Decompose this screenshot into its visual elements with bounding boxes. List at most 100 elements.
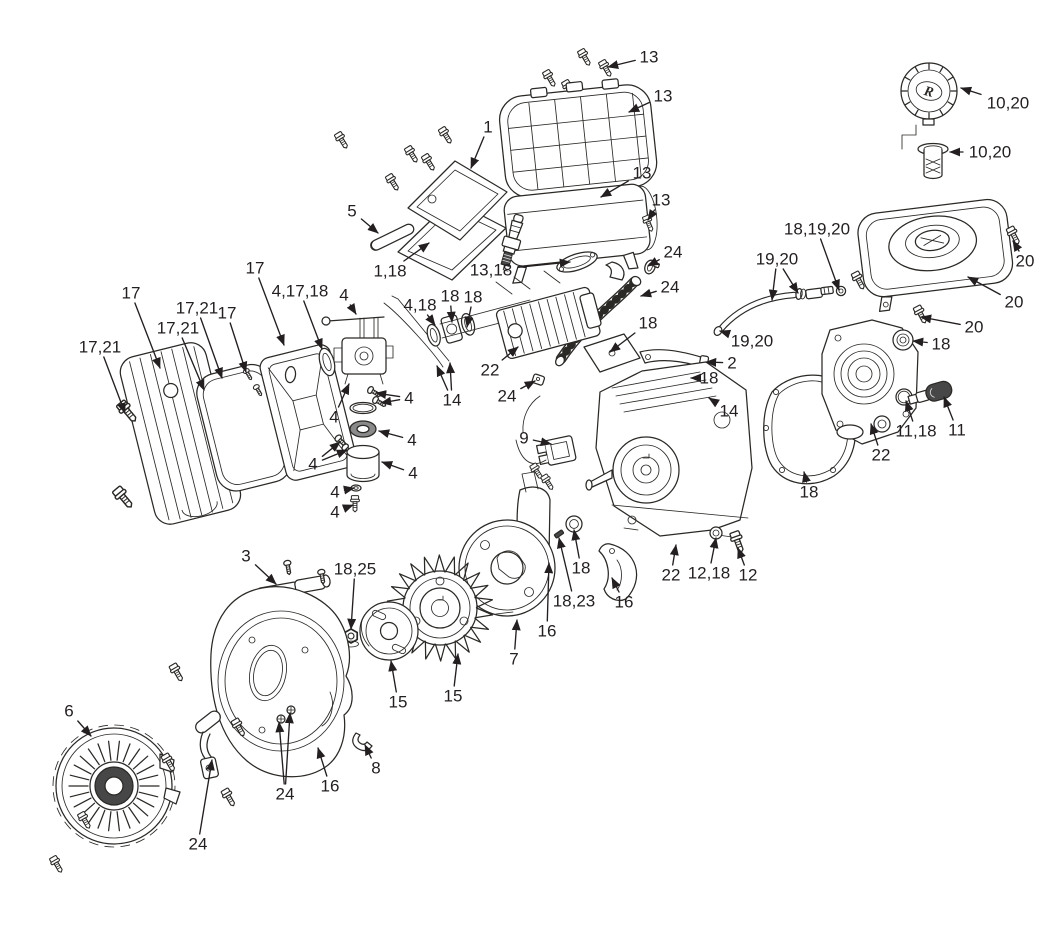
callout-17-21: 17,21 [79,338,126,414]
part-rope-clip [352,732,373,752]
callout-4-17-18: 4,17,18 [272,282,328,350]
callout-20: 20 [1012,240,1035,271]
part-flywheel [386,554,494,662]
callout-8: 8 [364,744,381,778]
mount-bolt [728,529,748,555]
part-bowl-oring [349,401,377,415]
callout-label: 18 [464,288,483,307]
callout-label: 24 [189,835,208,854]
callout-4: 4 [339,286,357,315]
callout-label: 1 [483,118,492,137]
part-ignition-rotor [458,519,556,617]
callout-16: 16 [316,747,340,796]
part-dipstick [907,380,953,405]
callout-label: 11 [948,421,966,440]
callout-label: 4 [407,431,416,450]
callout-label: 20 [1005,293,1024,312]
callout-18: 18 [912,335,950,354]
callout-3: 3 [241,547,277,585]
callout-17: 17 [246,259,285,346]
part-fuel-tank [857,198,1014,312]
part-cylinder-shield [583,333,641,373]
part-blower-housing [210,586,353,778]
callout-label: 17,21 [176,299,219,318]
callout-4: 4 [330,483,355,502]
callout-label: 13 [640,48,659,67]
callout-label: 18 [800,483,819,502]
part-wire-clamp [531,373,546,386]
part-recoil-starter [52,724,181,848]
callout-label: 13 [652,191,671,210]
callout-18-25: 18,25 [334,560,376,630]
callout-label: 24 [276,785,295,804]
callout-24: 24 [647,243,682,267]
callout-5: 5 [347,202,379,234]
callout-19-20: 19,20 [719,329,774,351]
callout-4: 4 [308,441,348,474]
part-breather-hose [555,275,642,367]
part-crankcase-cover [821,319,919,445]
callout-4: 4 [378,429,417,450]
callout-6: 6 [64,702,92,737]
callout-label: 16 [538,622,557,641]
part-flywheel-key [553,529,565,539]
callout-22: 22 [481,346,519,380]
tank-bolt [911,303,931,326]
callout-13: 13 [600,164,651,198]
callout-9: 9 [519,429,552,448]
part-muffler-guard [498,78,658,199]
callout-14: 14 [708,397,739,421]
callout-label: 16 [321,777,340,796]
callout-17-21: 17,21 [157,319,205,391]
part-link-rods [383,295,450,368]
part-oil-seal [892,329,914,351]
callout-16: 16 [538,562,557,641]
callout-label: 20 [1016,252,1035,271]
callout-16: 16 [611,577,634,612]
coil-wires [515,395,547,465]
part-tube [370,223,415,251]
part-curved-plate [598,543,638,602]
callout-label: 14 [443,391,462,410]
callout-label: 24 [661,278,680,297]
callout-24: 24 [189,759,215,854]
callout-label: 18,23 [553,592,596,611]
callout-label: 22 [662,566,681,585]
part-cylinder-head [495,286,602,360]
callout-17: 17 [218,304,248,373]
callout-label: 24 [498,387,517,406]
part-carburetor [321,316,394,385]
part-starter-handle [195,710,221,780]
callout-22: 22 [869,423,891,465]
callout-label: 2 [727,354,736,373]
callout-4: 4 [329,383,350,427]
callout-10-20: 10,20 [960,86,1029,113]
callout-7: 7 [509,619,521,669]
bracket-screw [282,559,294,576]
callout-4: 4 [375,389,414,408]
callout-18: 18 [441,287,459,323]
callout-label: 17 [218,304,237,323]
callout-label: 14 [720,402,739,421]
callout-label: 4 [408,464,417,483]
part-fuel-cap: R [900,62,958,150]
part-spark-plug [500,213,524,272]
cover-bolt [110,484,137,512]
callout-label: 4 [330,503,339,522]
part-fuel-strainer [917,142,949,180]
callout-label: 19,20 [731,332,774,351]
callout-label: 18 [572,559,591,578]
callout-4: 4 [381,461,418,483]
callout-13: 13 [607,48,659,69]
callout-18: 18 [571,529,591,578]
callout-4-18: 4,18 [403,296,437,326]
callout-4: 4 [330,503,354,522]
callout-label: 13 [654,87,673,106]
callout-label: 19,20 [756,250,799,269]
muffler-outlet-pipe [605,261,625,281]
callout-label: 22 [872,446,891,465]
callout-label: 3 [241,547,250,566]
callout-label: 16 [615,593,634,612]
callout-13: 13 [628,87,673,113]
